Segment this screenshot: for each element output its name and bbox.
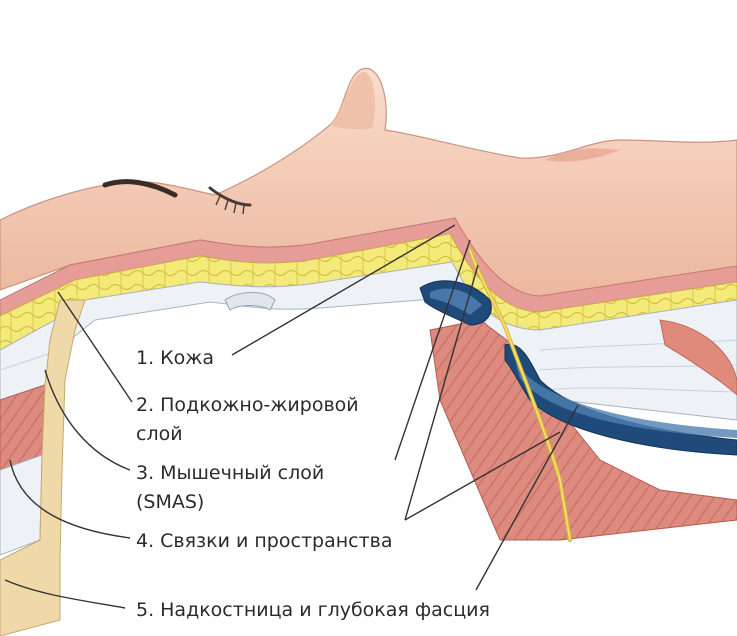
cheek-muscle — [659, 319, 737, 396]
leader-line-4c — [404, 431, 561, 521]
leader-line-5b — [475, 404, 579, 591]
label-ligaments-number: 4. — [136, 530, 155, 552]
label-fat-text: Подкожно-жировой — [160, 394, 359, 416]
retaining-ligament — [224, 292, 276, 311]
label-skin: 1.Кожа — [136, 345, 214, 371]
lips — [545, 148, 620, 162]
leader-line-5a — [4, 579, 126, 609]
parotid-duct-edge — [469, 249, 571, 541]
leader-line-2 — [57, 291, 133, 403]
label-periosteum-number: 5. — [136, 599, 155, 621]
eyebrow — [102, 179, 178, 198]
leader-line-4b — [404, 264, 479, 521]
label-fat-number: 2. — [136, 394, 155, 416]
label-periosteum-text: Надкостница и глубокая фасция — [160, 599, 490, 621]
label-smas-number: 3. — [136, 462, 155, 484]
leader-line-3 — [44, 369, 131, 471]
label-smas-text-2: (SMAS) — [136, 491, 205, 513]
label-skin-text: Кожа — [160, 347, 215, 369]
leader-line-3b — [394, 239, 471, 461]
label-periosteum: 5.Надкостница и глубокая фасция — [136, 597, 490, 623]
label-subcutaneous-fat-line2: слой — [136, 421, 183, 447]
label-smas: 3.Мышечный слой — [136, 460, 324, 486]
closed-eye — [208, 186, 252, 207]
leader-line-4a — [9, 459, 131, 539]
label-fat-text-2: слой — [136, 423, 183, 445]
label-skin-number: 1. — [136, 347, 155, 369]
deep-fascia-band-light — [515, 362, 737, 438]
label-subcutaneous-fat: 2.Подкожно-жировой — [136, 392, 359, 418]
label-smas-text: Мышечный слой — [160, 462, 325, 484]
layer-periosteum — [0, 299, 86, 636]
label-ligaments-text: Связки и пространства — [160, 530, 393, 552]
nose-shading — [330, 71, 375, 130]
eyelashes — [215, 195, 245, 215]
leader-line-1 — [231, 224, 456, 356]
label-smas-line2: (SMAS) — [136, 489, 204, 515]
left-smas-lower — [0, 454, 43, 556]
leader-lines — [4, 224, 579, 609]
label-ligaments: 4.Связки и пространства — [136, 528, 393, 554]
